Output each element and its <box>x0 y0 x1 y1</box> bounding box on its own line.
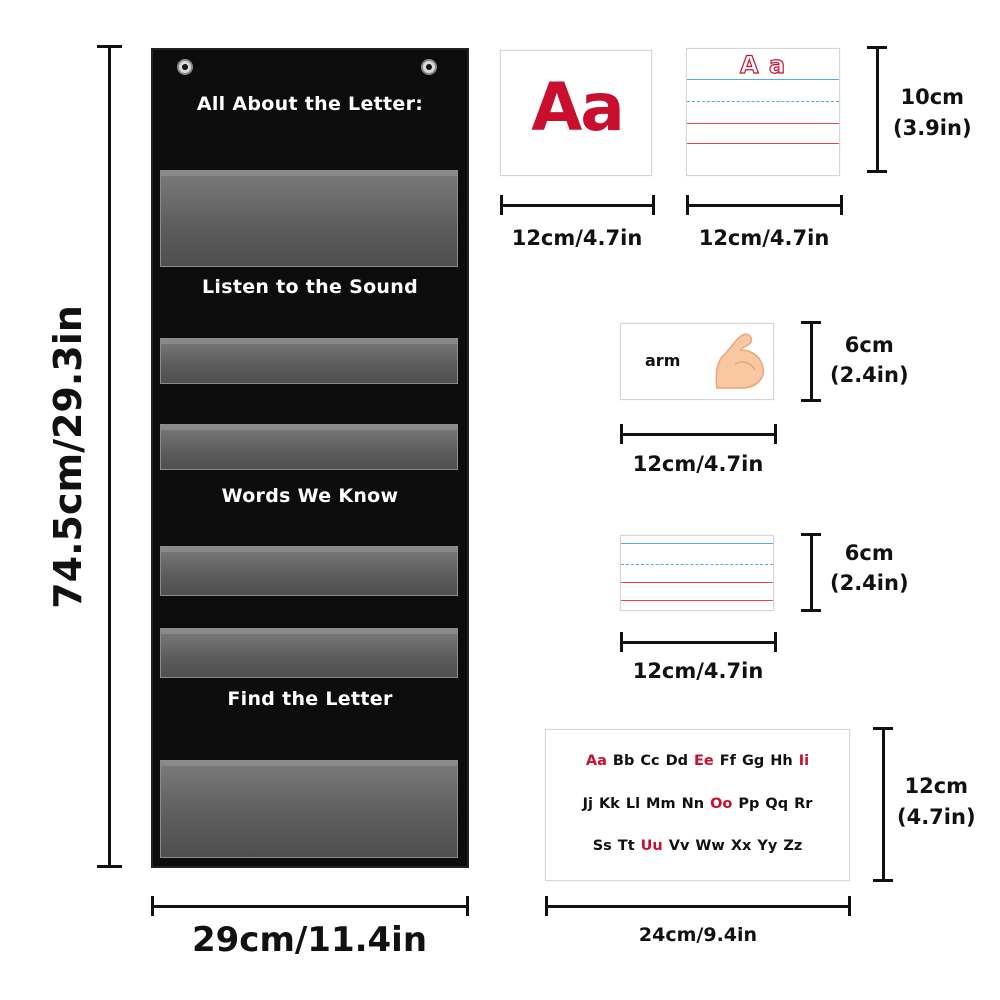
dim-tick <box>848 896 851 916</box>
card2-width-label: 12cm/4.7in <box>698 226 830 250</box>
header-words-we-know: Words We Know <box>221 485 399 507</box>
dim-line-vertical <box>876 46 879 172</box>
word-card-width-label: 12cm/4.7in <box>632 452 764 476</box>
alphabet-letter-pair: Uu <box>640 838 663 854</box>
dim-tick <box>801 399 821 402</box>
pocket-6 <box>160 760 458 858</box>
alphabet-letter-pair: Nn <box>681 796 705 812</box>
outline-letters: A a <box>739 50 787 79</box>
dim-tick <box>840 195 843 215</box>
guide-line <box>687 79 839 80</box>
top-cards-height-label: 10cm (3.9in) <box>893 85 972 140</box>
alphabet-card-height-label: 12cm (4.7in) <box>897 774 976 829</box>
dim-tick <box>774 632 777 652</box>
alphabet-row-2: Jj Kk Ll Mm Nn Oo Pp Qq Rr <box>546 796 849 812</box>
pocket-2 <box>160 338 458 384</box>
letter-card: Aa <box>500 50 652 176</box>
alphabet-letter-pair: Xx <box>730 838 752 854</box>
dim-tick <box>97 865 122 868</box>
dim-tick <box>774 424 777 444</box>
header-find-letter: Find the Letter <box>227 688 393 710</box>
alphabet-letter-pair: Rr <box>794 796 813 812</box>
guide-line <box>621 582 773 583</box>
dim-line-horizontal <box>620 641 776 644</box>
pocket-1 <box>160 170 458 267</box>
grommet-icon <box>177 59 193 75</box>
alphabet-letter-pair: Yy <box>757 838 778 854</box>
dim-line-vertical <box>108 45 111 867</box>
dim-tick <box>801 609 821 612</box>
dim-line-vertical <box>882 727 885 881</box>
dim-tick <box>652 195 655 215</box>
alphabet-letter-pair: Hh <box>770 753 793 769</box>
tracing-card: A a <box>686 48 840 176</box>
alphabet-letter-pair: Zz <box>783 838 803 854</box>
pocket-5 <box>160 628 458 678</box>
lined-card <box>620 535 774 611</box>
alphabet-letter-pair: Aa <box>585 753 607 769</box>
pocket-4 <box>160 546 458 596</box>
guide-line <box>621 564 773 565</box>
alphabet-letter-pair: Ii <box>798 753 810 769</box>
card1-width-label: 12cm/4.7in <box>511 226 643 250</box>
dim-line-vertical <box>810 533 813 611</box>
lined-card-width-label: 12cm/4.7in <box>632 659 764 683</box>
alphabet-letter-pair: Ww <box>695 838 725 854</box>
guide-line <box>621 543 773 544</box>
grommet-icon <box>421 59 437 75</box>
alphabet-letter-pair: Vv <box>668 838 690 854</box>
dim-tick <box>867 170 887 173</box>
word-text: arm <box>645 351 681 370</box>
alphabet-letter-pair: Gg <box>741 753 765 769</box>
word-card-height-label: 6cm (2.4in) <box>830 333 909 387</box>
alphabet-row-3: Ss Tt Uu Vv Ww Xx Yy Zz <box>546 838 849 854</box>
lined-card-height-label: 6cm (2.4in) <box>830 541 909 595</box>
pocket-chart: All About the Letter: Listen to the Soun… <box>151 48 469 868</box>
dim-tick <box>466 896 469 916</box>
alphabet-letter-pair: Tt <box>617 838 635 854</box>
alphabet-letter-pair: Oo <box>710 796 733 812</box>
alphabet-letter-pair: Ee <box>694 753 714 769</box>
dim-line-horizontal <box>500 204 654 207</box>
alphabet-letter-pair: Ff <box>719 753 736 769</box>
guide-line <box>621 600 773 601</box>
alphabet-card-width-label: 24cm/9.4in <box>638 924 758 946</box>
guide-line <box>687 123 839 124</box>
alphabet-letter-pair: Ll <box>625 796 641 812</box>
flexed-arm-icon <box>715 333 764 389</box>
alphabet-letter-pair: Mm <box>646 796 676 812</box>
alphabet-letter-pair: Ss <box>592 838 612 854</box>
guide-line <box>687 101 839 102</box>
word-card: arm <box>620 323 774 400</box>
dim-line-horizontal <box>151 905 468 908</box>
alphabet-card: Aa Bb Cc Dd Ee Ff Gg Hh Ii Jj Kk Ll Mm Nn Oo Pp Qq Rr Ss… <box>545 729 850 881</box>
dim-tick <box>873 879 893 882</box>
big-letters: Aa <box>531 69 625 146</box>
header-all-about-letter: All About the Letter: <box>196 93 424 115</box>
alphabet-letter-pair: Cc <box>640 753 660 769</box>
chart-height-label: 74.5cm/29.3in <box>46 305 90 609</box>
alphabet-row-1: Aa Bb Cc Dd Ee Ff Gg Hh Ii <box>546 753 849 769</box>
alphabet-letter-pair: Kk <box>598 796 620 812</box>
pocket-3 <box>160 424 458 470</box>
dim-line-horizontal <box>686 204 842 207</box>
guide-line <box>687 143 839 144</box>
header-listen-sound: Listen to the Sound <box>202 276 418 298</box>
alphabet-letter-pair: Bb <box>612 753 635 769</box>
alphabet-letter-pair: Pp <box>738 796 760 812</box>
chart-width-label: 29cm/11.4in <box>191 920 428 960</box>
alphabet-letter-pair: Jj <box>582 796 593 812</box>
dim-line-horizontal <box>545 905 851 908</box>
alphabet-letter-pair: Qq <box>765 796 789 812</box>
dim-line-horizontal <box>620 433 776 436</box>
alphabet-letter-pair: Dd <box>665 753 689 769</box>
dim-line-vertical <box>810 321 813 401</box>
